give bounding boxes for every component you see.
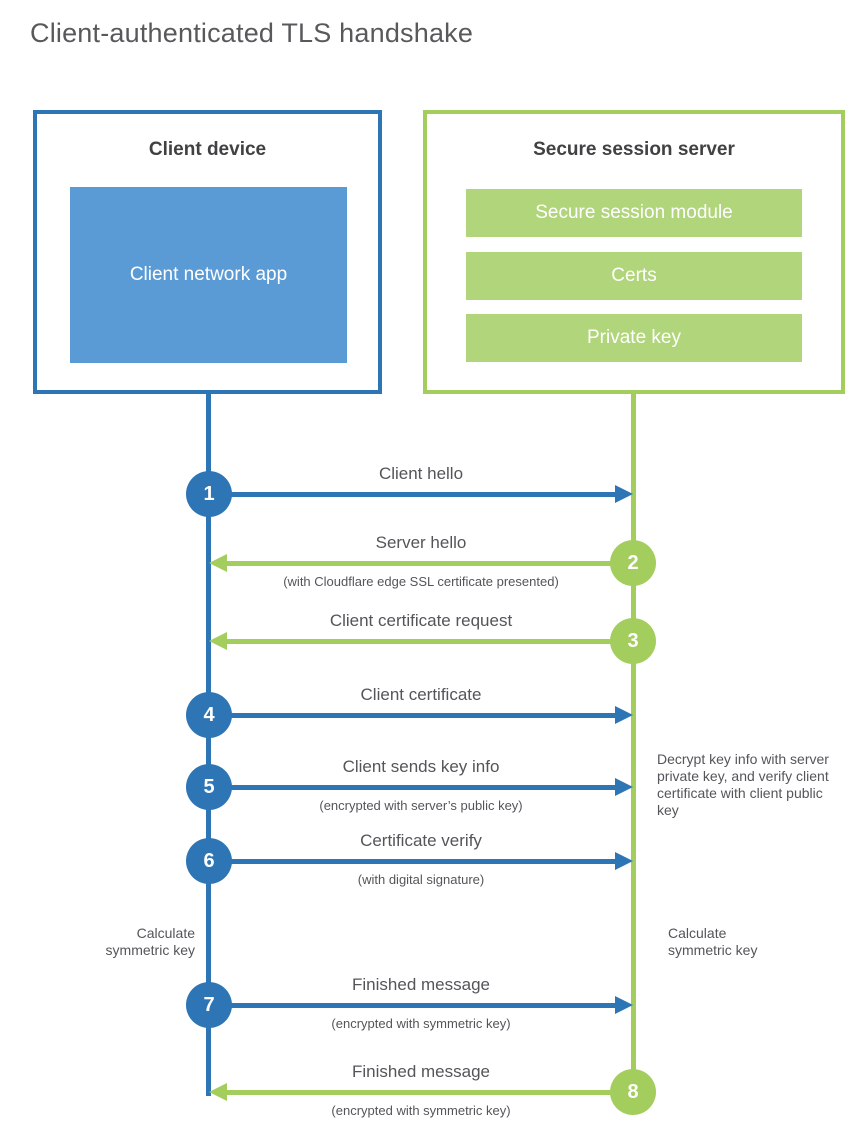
step-7-sublabel: (encrypted with symmetric key)	[331, 1016, 511, 1031]
step-7-arrow-line	[209, 1003, 615, 1008]
step-8-label: Finished message	[352, 1062, 490, 1081]
step-6-badge: 6	[186, 838, 232, 884]
step-2-arrowhead-icon	[209, 554, 227, 572]
step-3-arrowhead-icon	[209, 632, 227, 650]
step-7-arrowhead-icon	[615, 996, 633, 1014]
step-6-arrowhead-icon	[615, 852, 633, 870]
step-4-label: Client certificate	[360, 685, 482, 704]
step-7-label: Finished message	[352, 975, 490, 994]
step-1-badge: 1	[186, 471, 232, 517]
step-6-label: Certificate verify	[360, 831, 482, 850]
server-calculate-symmetric-key-note: Calculate symmetric key	[668, 925, 758, 958]
step-3-arrow-line	[227, 639, 633, 644]
server-decrypt-note: Decrypt key info with server private key…	[657, 751, 829, 818]
server-module-certs: Certs	[466, 252, 802, 300]
step-5-label: Client sends key info	[342, 757, 500, 776]
server-module-secure-session: Secure session module	[466, 189, 802, 237]
client-network-app-box: Client network app	[70, 187, 347, 363]
step-2-badge: 2	[610, 540, 656, 586]
server-lifeline	[631, 393, 636, 1092]
step-5-arrowhead-icon	[615, 778, 633, 796]
step-2-arrow-line	[227, 561, 633, 566]
step-8-badge: 8	[610, 1069, 656, 1115]
step-1-label: Client hello	[378, 464, 464, 483]
secure-session-server-title: Secure session server	[533, 139, 735, 160]
step-8-sublabel: (encrypted with symmetric key)	[331, 1103, 511, 1118]
page-title: Client-authenticated TLS handshake	[30, 18, 474, 48]
step-1-arrow-line	[209, 492, 615, 497]
client-network-app-label: Client network app	[129, 264, 288, 285]
step-4-arrow-line	[209, 713, 615, 718]
server-module-private-key: Private key	[466, 314, 802, 362]
step-3-label: Client certificate request	[329, 611, 513, 630]
step-5-arrow-line	[209, 785, 615, 790]
step-4-arrowhead-icon	[615, 706, 633, 724]
step-3-badge: 3	[610, 618, 656, 664]
step-5-badge: 5	[186, 764, 232, 810]
step-7-badge: 7	[186, 982, 232, 1028]
step-8-arrowhead-icon	[209, 1083, 227, 1101]
step-8-arrow-line	[227, 1090, 633, 1095]
client-calculate-symmetric-key-note: Calculate symmetric key	[105, 925, 195, 958]
step-5-sublabel: (encrypted with server’s public key)	[319, 798, 523, 813]
step-2-sublabel: (with Cloudflare edge SSL certificate pr…	[283, 574, 559, 589]
client-lifeline	[206, 393, 211, 1096]
step-1-arrowhead-icon	[615, 485, 633, 503]
step-4-badge: 4	[186, 692, 232, 738]
step-6-arrow-line	[209, 859, 615, 864]
step-6-sublabel: (with digital signature)	[357, 872, 485, 887]
step-2-label: Server hello	[375, 533, 467, 552]
client-device-title: Client device	[148, 139, 267, 160]
